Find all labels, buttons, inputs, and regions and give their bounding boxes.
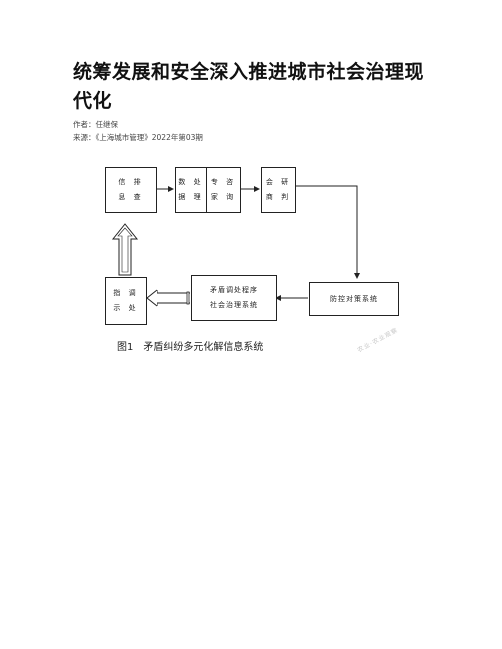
box-data-process: 数 处 据 理 [175, 167, 207, 213]
article-title: 统筹发展和安全深入推进城市社会治理现代化 [73, 61, 425, 112]
box-meeting-judge-line2: 商 判 [265, 193, 292, 201]
box-conflict-resolution-line1: 矛盾调处程序 [210, 286, 258, 294]
box-info-collect: 信 排 息 查 [105, 167, 157, 213]
box-conflict-resolution-line2: 社会治理系统 [210, 301, 258, 309]
box-conflict-resolution: 矛盾调处程序 社会治理系统 [191, 275, 277, 321]
box-data-process-line1: 数 处 [178, 178, 204, 186]
box-instruction-line1: 指 调 [113, 289, 139, 297]
box-meeting-judge-line1: 会 研 [265, 178, 292, 186]
figure-caption-number: 图1 [117, 342, 134, 353]
box-expert-consult-line2: 家 询 [210, 193, 237, 201]
box-instruction-line2: 示 处 [113, 304, 139, 312]
box-expert-consult: 专 咨 家 询 [206, 167, 241, 213]
figure-caption: 图1 矛盾纠纷多元化解信息系统 [117, 338, 263, 353]
arrow-meeting-to-prevention [295, 185, 360, 279]
flow-diagram: 信 排 息 查 数 处 据 理 专 咨 家 询 会 研 商 判 防控对策系统 矛… [105, 162, 405, 357]
article-source: 来源：《上海城市管理》2022年第03期 [73, 133, 203, 142]
box-info-collect-line1: 信 排 [118, 178, 144, 186]
article-author: 作者：任继保 [73, 120, 118, 129]
box-instruction: 指 调 示 处 [105, 277, 147, 325]
box-info-collect-line2: 息 查 [118, 193, 144, 201]
box-meeting-judge: 会 研 商 判 [261, 167, 296, 213]
figure-caption-text: 矛盾纠纷多元化解信息系统 [143, 342, 264, 353]
box-prevention-line1: 防控对策系统 [330, 294, 378, 303]
diagram-connectors [111, 185, 360, 307]
box-data-process-line2: 据 理 [178, 193, 204, 201]
hollow-arrow-conflict-to-instruction [146, 289, 190, 307]
box-expert-consult-line1: 专 咨 [210, 178, 237, 186]
box-prevention: 防控对策系统 [309, 282, 399, 316]
hollow-arrow-instruction-to-info [111, 223, 139, 276]
